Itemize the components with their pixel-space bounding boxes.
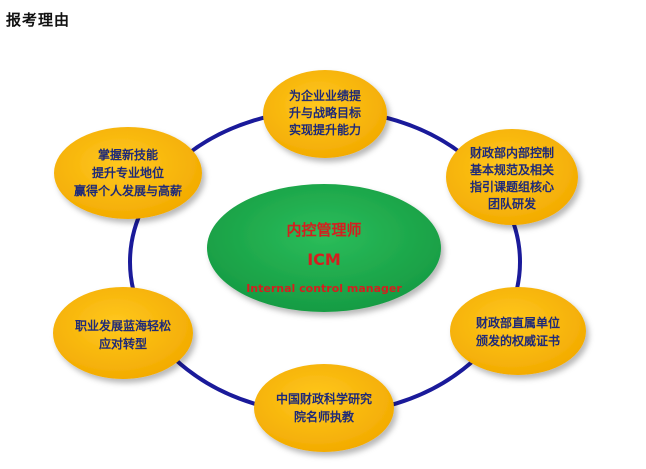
page-title: 报考理由 [6,11,71,29]
node-upper-left-line: 掌握新技能 [98,147,158,162]
node-lower-right: 财政部直属单位 颁发的权威证书 [450,287,586,375]
node-upper-left-line: 赢得个人发展与高薪 [74,183,182,198]
node-lower-left-line: 职业发展蓝海轻松 [75,318,171,333]
node-upper-left: 掌握新技能 提升专业地位 赢得个人发展与高薪 [54,127,202,219]
node-upper-right-line: 指引课题组核心 [470,179,554,194]
node-upper-left-line: 提升专业地位 [92,165,164,180]
node-bottom-line: 院名师执教 [294,409,355,424]
center-node: 内控管理师 ICM Internal control manager [207,184,441,312]
node-top-line: 升与战略目标 [289,105,361,120]
node-lower-left: 职业发展蓝海轻松 应对转型 [53,287,193,379]
node-top: 为企业业绩提 升与战略目标 实现提升能力 [263,70,387,158]
node-lower-right-line: 颁发的权威证书 [476,333,560,348]
node-upper-right: 财政部内部控制 基本规范及相关 指引课题组核心 团队研发 [446,129,578,225]
node-upper-right-line: 财政部内部控制 [469,145,554,160]
node-lower-left-line: 应对转型 [99,336,147,351]
node-upper-right-line: 基本规范及相关 [469,162,554,177]
center-title-en: Internal control manager [246,282,402,295]
node-bottom: 中国财政科学研究 院名师执教 [254,364,394,452]
center-title-cn: 内控管理师 [286,221,361,239]
node-upper-right-line: 团队研发 [488,196,537,211]
center-abbr: ICM [307,250,341,269]
node-bottom-line: 中国财政科学研究 [276,391,372,406]
node-top-line: 实现提升能力 [289,122,361,137]
node-top-line: 为企业业绩提 [289,88,362,103]
node-lower-right-line: 财政部直属单位 [475,315,560,330]
